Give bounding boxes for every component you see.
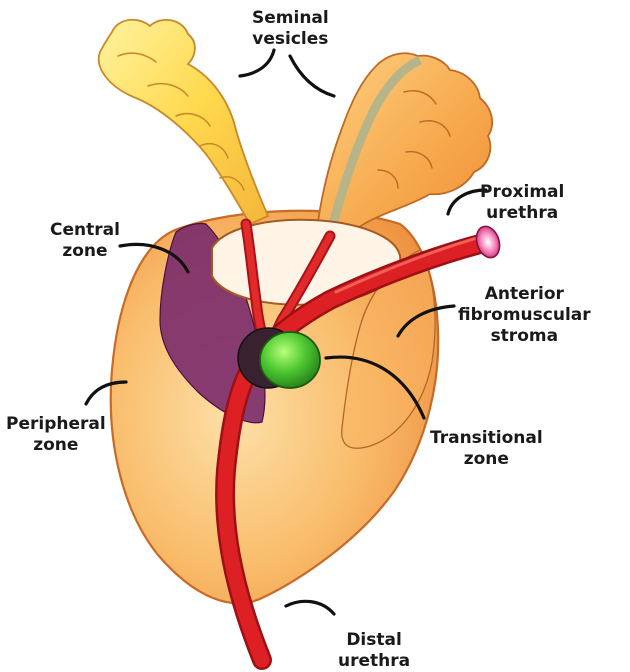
- label-proximal-urethra: Proximal urethra: [480, 182, 564, 224]
- label-peripheral-zone: Peripheral zone: [6, 414, 106, 456]
- leader-seminal-left: [240, 50, 274, 76]
- label-distal-urethra: Distal urethra: [338, 630, 410, 672]
- seminal-vesicle-right: [318, 53, 492, 240]
- label-seminal-vesicles: Seminal vesicles: [252, 8, 329, 50]
- seminal-vesicle-left: [99, 20, 268, 224]
- leader-seminal-right: [290, 56, 334, 96]
- transitional-zone-region: [260, 332, 320, 388]
- label-central-zone: Central zone: [50, 220, 120, 262]
- label-transitional-zone: Transitional zone: [430, 428, 543, 470]
- leader-distal-urethra: [286, 601, 334, 614]
- label-anterior-fibromuscular-stroma: Anterior fibromuscular stroma: [458, 284, 591, 347]
